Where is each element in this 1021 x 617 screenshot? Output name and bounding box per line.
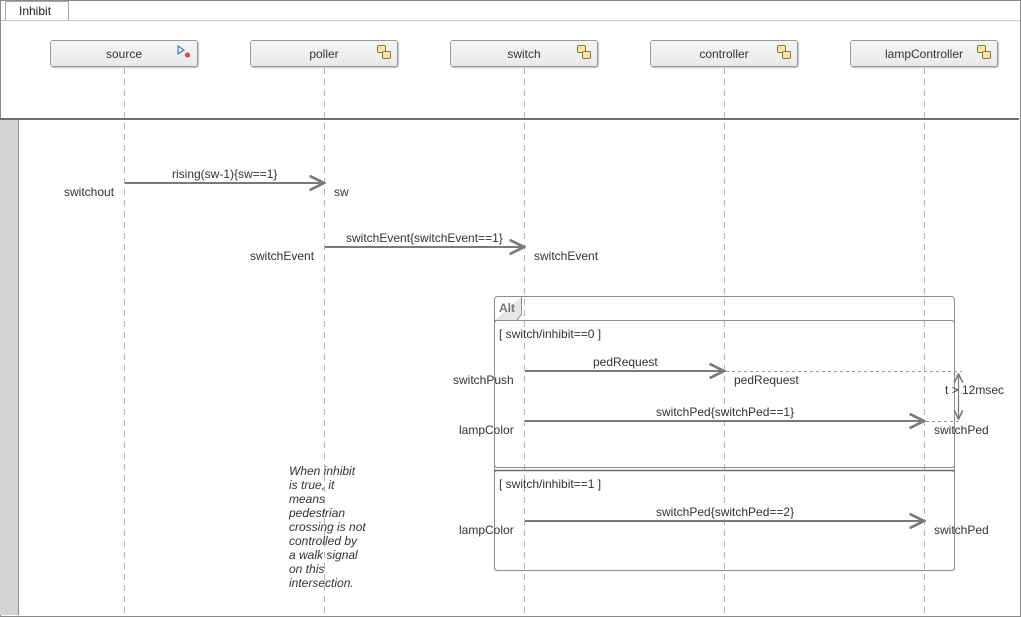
message-label[interactable]: pedRequest xyxy=(593,355,658,369)
port-label: sw xyxy=(334,185,349,199)
message-label[interactable]: switchEvent{switchEvent==1} xyxy=(346,231,503,245)
diagram-gutter xyxy=(0,120,19,615)
operand-guard[interactable]: [ switch/inhibit==0 ] xyxy=(499,327,602,341)
port-label: switchEvent xyxy=(250,249,315,263)
lifeline-label-lampcontroller: lampController xyxy=(884,47,964,61)
message-label[interactable]: rising(sw-1){sw==1} xyxy=(172,167,278,181)
port-label: pedRequest xyxy=(734,373,799,387)
message-label[interactable]: switchPed{switchPed==1} xyxy=(656,405,795,419)
port-label: switchPush xyxy=(453,373,514,387)
lifeline-label-controller: controller xyxy=(699,47,749,61)
port-label: switchPed xyxy=(934,423,989,437)
port-label: lampColor xyxy=(459,523,514,537)
lifeline-label-switch: switch xyxy=(507,47,541,61)
port-label: lampColor xyxy=(459,423,514,437)
message-label[interactable]: switchPed{switchPed==2} xyxy=(656,505,795,519)
subsystem-icon xyxy=(377,45,391,59)
annotation-note[interactable]: When inhibit is true, it means pedestria… xyxy=(289,464,366,590)
operand-guard[interactable]: [ switch/inhibit==1 ] xyxy=(499,477,602,491)
subsystem-icon xyxy=(577,45,591,59)
lifeline-poller[interactable]: poller xyxy=(250,40,398,67)
port-label: switchPed xyxy=(934,523,989,537)
lifeline-lampcontroller[interactable]: lampController xyxy=(850,40,998,67)
port-label: switchout xyxy=(64,185,115,199)
lifeline-controller[interactable]: controller xyxy=(650,40,798,67)
port-label: switchEvent xyxy=(534,249,599,263)
lifeline-source[interactable]: source xyxy=(50,40,198,67)
inport-icon xyxy=(177,44,191,58)
subsystem-icon xyxy=(977,45,991,59)
tab-bar: Inhibit xyxy=(1,1,1020,21)
lifeline-label-source: source xyxy=(105,47,143,61)
fragment-keyword: Alt xyxy=(499,301,515,315)
tab-inhibit[interactable]: Inhibit xyxy=(5,1,69,20)
subsystem-icon xyxy=(777,45,791,59)
lifeline-switch[interactable]: switch xyxy=(450,40,598,67)
duration-constraint-label[interactable]: t > 12msec xyxy=(945,383,1005,397)
header-divider xyxy=(0,118,1019,120)
lifeline-label-poller: poller xyxy=(309,47,339,61)
